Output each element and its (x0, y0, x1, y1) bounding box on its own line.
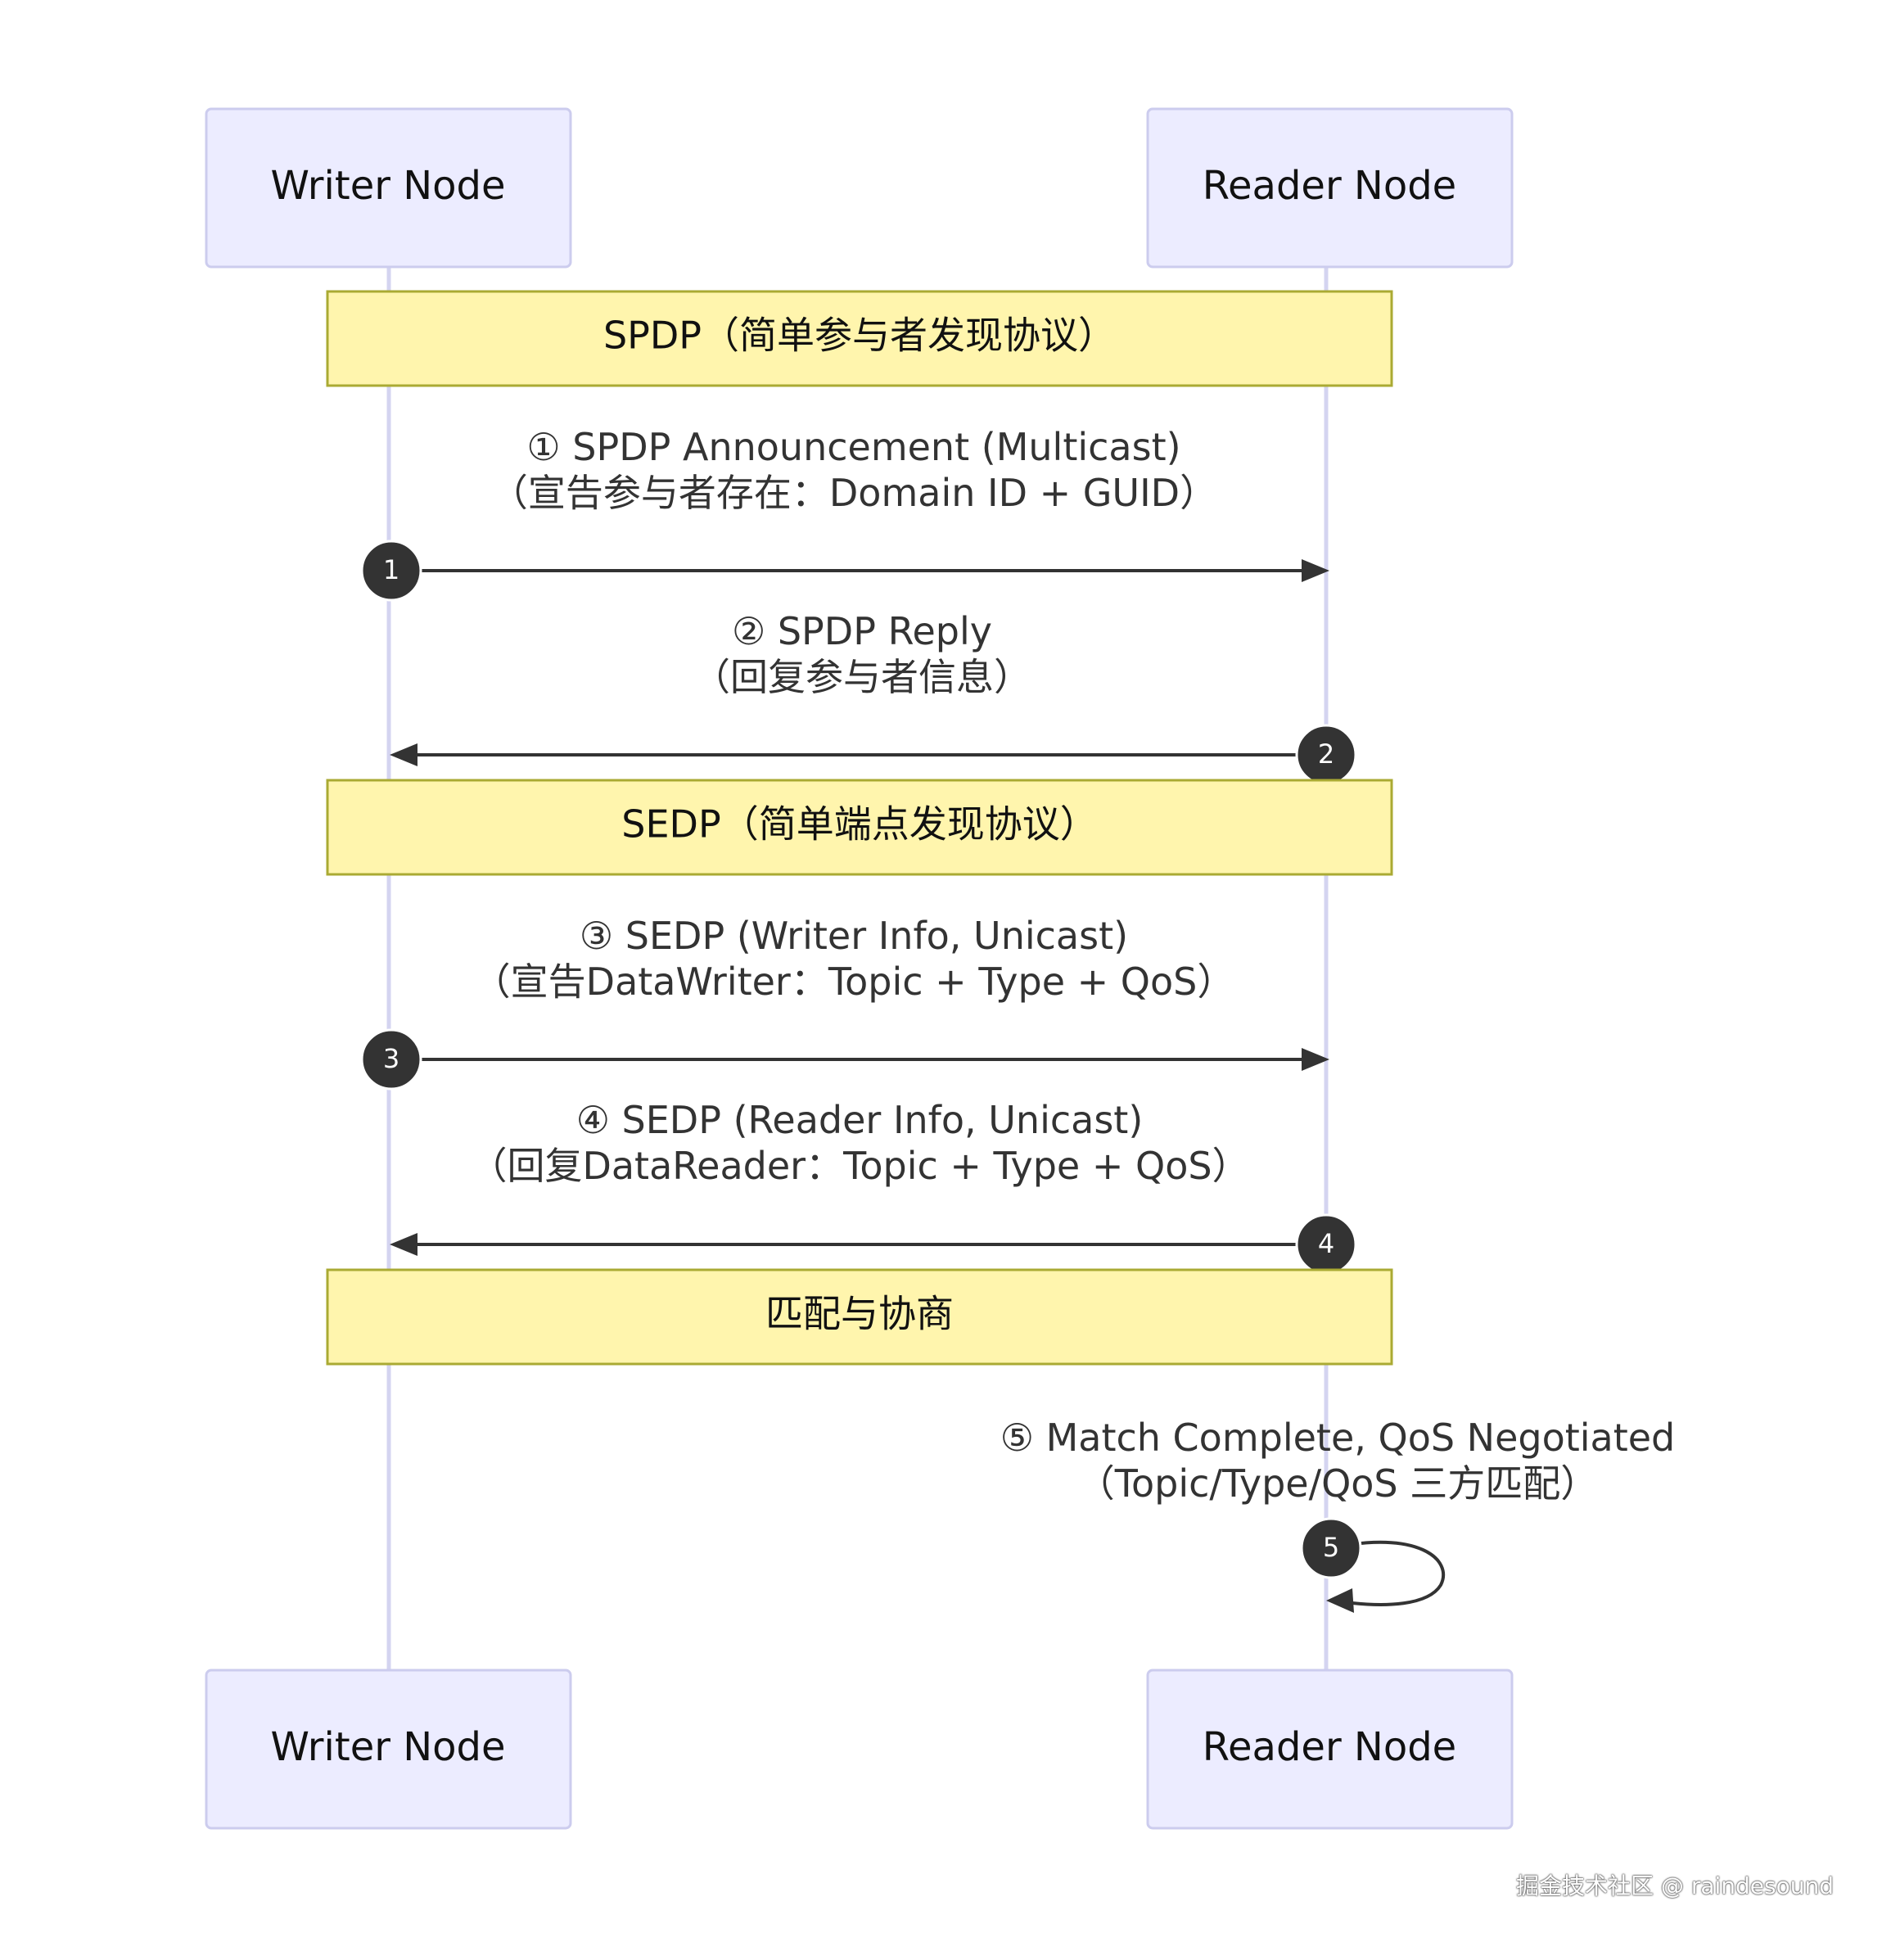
message-1-arrowhead (1302, 559, 1329, 582)
note-spdp: SPDP（简单参与者发现协议） (326, 290, 1393, 387)
message-2-line2: （回复参与者信息） (693, 655, 1031, 699)
note-match-text: 匹配与协商 (765, 1292, 954, 1336)
message-5-line2: （Topic/Type/QoS 三方匹配） (1077, 1461, 1599, 1506)
message-4-line1: ④ SEDP (Reader Info, Unicast) (576, 1098, 1144, 1142)
reader-actor-top: Reader Node (1146, 107, 1514, 269)
message-1-line1: ① SPDP Announcement (Multicast) (526, 425, 1180, 469)
message-1-line2: （宣告参与者存在：Domain ID + GUID） (490, 471, 1217, 515)
note-match: 匹配与协商 (326, 1268, 1393, 1366)
message-5-arrowhead (1326, 1588, 1354, 1613)
reader-actor-bottom: Reader Node (1146, 1669, 1514, 1830)
message-3-line2: （宣告DataWriter：Topic + Type + QoS） (473, 960, 1235, 1004)
writer-actor-top: Writer Node (205, 107, 572, 269)
note-spdp-text: SPDP（简单参与者发现协议） (603, 314, 1116, 358)
message-3-arrowhead (1302, 1048, 1329, 1071)
sequence-marker-5 (1300, 1517, 1362, 1579)
sequence-number-2: 2 (1318, 738, 1334, 770)
reader-actor-top-label: Reader Node (1203, 163, 1456, 209)
note-sedp: SEDP（简单端点发现协议） (326, 779, 1393, 876)
sequence-number-4: 4 (1318, 1228, 1334, 1259)
reader-actor-bottom-label: Reader Node (1203, 1724, 1456, 1770)
message-2-arrowhead (390, 743, 417, 766)
message-3: ③ SEDP (Writer Info, Unicast) （宣告DataWri… (360, 914, 1329, 1091)
message-2: ② SPDP Reply （回复参与者信息） 2 (390, 609, 1357, 786)
note-sedp-text: SEDP（简单端点发现协议） (621, 802, 1097, 847)
message-1: ① SPDP Announcement (Multicast) （宣告参与者存在… (360, 425, 1329, 602)
writer-actor-bottom-label: Writer Node (271, 1724, 506, 1770)
sequence-number-5: 5 (1323, 1532, 1339, 1563)
message-5-line1: ⑤ Match Complete, QoS Negotiated (1000, 1416, 1676, 1460)
sequence-number-3: 3 (383, 1043, 399, 1074)
message-2-line1: ② SPDP Reply (732, 609, 992, 653)
sequence-number-1: 1 (383, 554, 399, 585)
message-3-line1: ③ SEDP (Writer Info, Unicast) (580, 914, 1128, 958)
writer-actor-top-label: Writer Node (271, 163, 506, 209)
sequence-marker-3 (360, 1028, 422, 1091)
sequence-marker-1 (360, 540, 422, 602)
message-4-arrowhead (390, 1233, 417, 1256)
message-4: ④ SEDP (Reader Info, Unicast) （回复DataRea… (390, 1098, 1357, 1276)
message-4-line2: （回复DataReader：Topic + Type + QoS） (469, 1144, 1249, 1188)
message-5: ⑤ Match Complete, QoS Negotiated （Topic/… (1000, 1416, 1676, 1613)
message-5-self-loop (1330, 1540, 1446, 1606)
writer-actor-bottom: Writer Node (205, 1669, 572, 1830)
watermark: 掘金技术社区 @ raindesound (1516, 1872, 1834, 1899)
